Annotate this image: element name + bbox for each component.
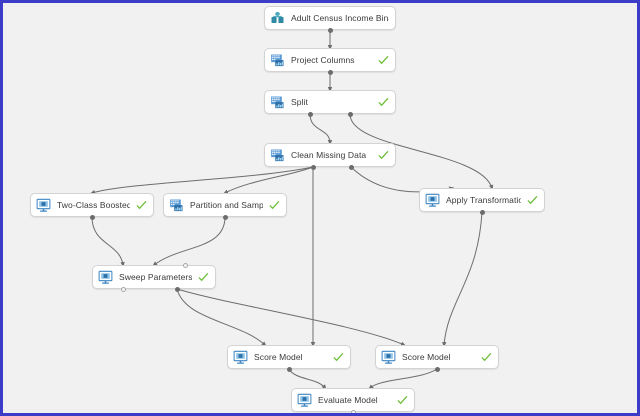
edge-sweep-parameters-to-score-model-right[interactable] bbox=[176, 288, 407, 346]
status-check-icon bbox=[378, 55, 389, 64]
status-check-icon bbox=[481, 352, 492, 361]
output-port-apply-transformation[interactable] bbox=[479, 209, 485, 215]
edge-clean-missing-data-to-partition-and-sample[interactable] bbox=[223, 166, 314, 195]
model-icon bbox=[36, 198, 51, 212]
status-check-icon bbox=[198, 272, 209, 281]
status-check-icon bbox=[333, 352, 344, 361]
node-partition-and-sample[interactable]: Partition and Sample bbox=[163, 193, 287, 217]
output-port-partition-and-sample[interactable] bbox=[222, 214, 228, 220]
output-port-two-class-boosted-decision-tree[interactable] bbox=[89, 214, 95, 220]
edge-score-model-right-to-evaluate-model[interactable] bbox=[368, 368, 438, 390]
data-transform-icon bbox=[170, 199, 183, 211]
model-icon bbox=[98, 270, 113, 284]
node-apply-transformation[interactable]: Apply Transformation bbox=[419, 188, 545, 212]
node-adult-census-income-binary-classification-dataset[interactable]: Adult Census Income Binary C... bbox=[264, 6, 396, 30]
experiment-canvas[interactable]: Adult Census Income Binary C... Project C… bbox=[3, 3, 637, 413]
edge-partition-and-sample-to-sweep-parameters[interactable] bbox=[152, 216, 226, 267]
node-label: Adult Census Income Binary C... bbox=[291, 13, 389, 23]
output-port-score-model-right[interactable] bbox=[434, 366, 440, 372]
node-clean-missing-data[interactable]: Clean Missing Data bbox=[264, 143, 396, 167]
edge-clean-missing-data-to-two-class-boosted-decision-tree[interactable] bbox=[89, 166, 314, 195]
output-port-adult-census-income-binary-classification-dataset[interactable] bbox=[327, 27, 333, 33]
node-label: Project Columns bbox=[291, 55, 355, 65]
status-check-icon bbox=[378, 97, 389, 106]
node-evaluate-model[interactable]: Evaluate Model bbox=[291, 388, 415, 412]
output-port-clean-missing-data[interactable] bbox=[310, 164, 316, 170]
status-check-icon bbox=[527, 195, 538, 204]
output-port-clean-missing-data[interactable] bbox=[348, 164, 354, 170]
edge-apply-transformation-to-score-model-right[interactable] bbox=[442, 211, 483, 348]
input-port-sweep-parameters[interactable] bbox=[182, 262, 188, 268]
status-check-icon bbox=[136, 200, 147, 209]
node-label: Apply Transformation bbox=[446, 195, 521, 205]
output-port-split[interactable] bbox=[307, 111, 313, 117]
edge-score-model-left-to-evaluate-model[interactable] bbox=[288, 368, 327, 390]
edge-sweep-parameters-to-score-model-left[interactable] bbox=[176, 288, 267, 347]
node-label: Score Model bbox=[254, 352, 303, 362]
model-icon bbox=[297, 393, 312, 407]
output-port-evaluate-model[interactable] bbox=[350, 409, 356, 413]
dataset-icon bbox=[271, 11, 284, 23]
node-score-model-left[interactable]: Score Model bbox=[227, 345, 351, 369]
node-label: Evaluate Model bbox=[318, 395, 378, 405]
node-label: Two-Class Boosted Decision T... bbox=[57, 200, 130, 210]
node-label: Sweep Parameters bbox=[119, 272, 192, 282]
status-check-icon bbox=[397, 395, 408, 404]
status-check-icon bbox=[378, 150, 389, 159]
output-port-project-columns[interactable] bbox=[327, 69, 333, 75]
edge-split-to-clean-missing-data[interactable] bbox=[309, 113, 333, 146]
node-label: Score Model bbox=[402, 352, 451, 362]
node-sweep-parameters[interactable]: Sweep Parameters bbox=[92, 265, 216, 289]
model-icon bbox=[381, 350, 396, 364]
model-icon bbox=[233, 350, 248, 364]
output-port-split[interactable] bbox=[347, 111, 353, 117]
node-label: Clean Missing Data bbox=[291, 150, 367, 160]
node-label: Partition and Sample bbox=[190, 200, 263, 210]
edge-two-class-boosted-decision-tree-to-sweep-parameters[interactable] bbox=[91, 216, 125, 268]
data-transform-icon bbox=[271, 96, 284, 108]
output-port-sweep-parameters[interactable] bbox=[174, 286, 180, 292]
node-two-class-boosted-decision-tree[interactable]: Two-Class Boosted Decision T... bbox=[30, 193, 154, 217]
data-transform-icon bbox=[271, 149, 284, 161]
node-split[interactable]: Split bbox=[264, 90, 396, 114]
node-score-model-right[interactable]: Score Model bbox=[375, 345, 499, 369]
status-check-icon bbox=[269, 200, 280, 209]
output-port-score-model-left[interactable] bbox=[286, 366, 292, 372]
data-transform-icon bbox=[271, 54, 284, 66]
node-label: Split bbox=[291, 97, 308, 107]
output-port-sweep-parameters[interactable] bbox=[120, 286, 126, 292]
model-icon bbox=[425, 193, 440, 207]
node-project-columns[interactable]: Project Columns bbox=[264, 48, 396, 72]
